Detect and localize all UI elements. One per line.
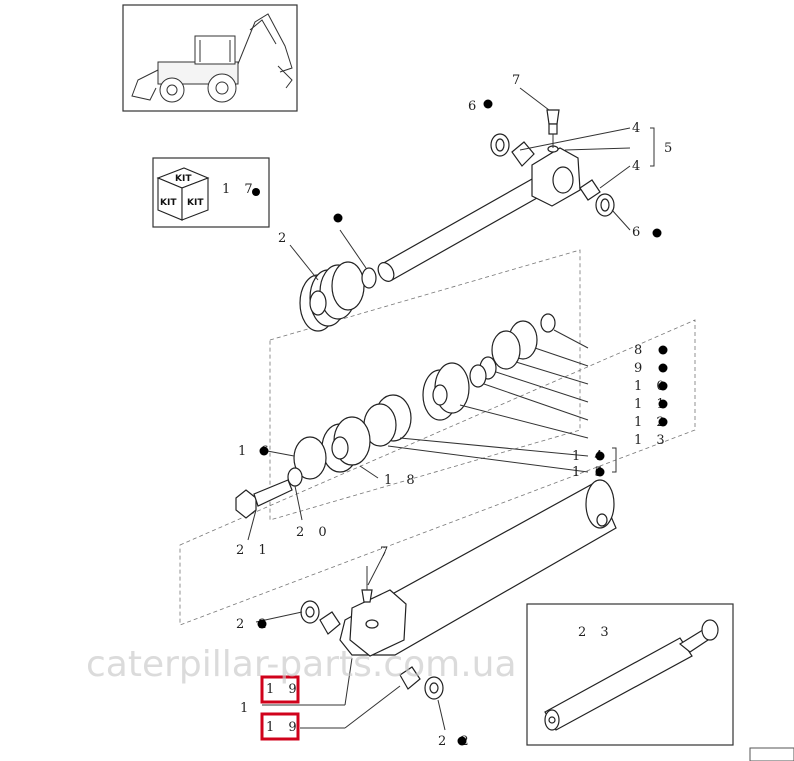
- inset-assembly: [526, 603, 734, 746]
- machine-thumbnail: [122, 4, 298, 112]
- cylinder-barrel: [339, 479, 617, 657]
- callout-6-top: 6: [468, 99, 481, 114]
- callout-12: 1 2: [634, 415, 670, 430]
- kit-label-left: KIT: [160, 198, 177, 208]
- callout-7-bottom: 7: [380, 545, 393, 560]
- highlight-19-bottom: [260, 712, 300, 741]
- bushing-lower-right: [399, 666, 421, 690]
- callout-4-bottom: 4: [632, 159, 645, 174]
- callout-5: 5: [664, 141, 677, 156]
- piston-rod: [377, 145, 581, 282]
- kit-cube-icon: [156, 167, 210, 221]
- callout-2: 2: [278, 231, 291, 246]
- callout-17: 1 7: [222, 182, 258, 197]
- bolt-21: [235, 479, 293, 519]
- callout-19-bottom: 1 9: [266, 720, 302, 735]
- piston: [422, 362, 470, 421]
- seal-6-top-left-bore: [495, 138, 505, 152]
- bushing-lower-left: [319, 611, 341, 635]
- bushing-4-right: [579, 179, 601, 201]
- wiper-ring: [361, 267, 377, 289]
- leader-lines: [247, 87, 655, 731]
- callout-11: 1 1: [634, 397, 670, 412]
- highlight-boxes: [260, 675, 300, 741]
- ring-10: [491, 330, 521, 370]
- ring-8: [540, 313, 556, 333]
- callout-7-top: 7: [512, 73, 525, 88]
- seal-6-right-bore: [600, 198, 610, 212]
- callout-10: 1 0: [634, 379, 670, 394]
- corner-mark: [749, 747, 794, 761]
- grease-fitting-bottom: [361, 566, 373, 603]
- seal-22-bottom-bore: [429, 682, 439, 694]
- callout-13: 1 3: [634, 433, 670, 448]
- callout-23: 2 3: [578, 625, 614, 640]
- kit-label-right: KIT: [187, 198, 204, 208]
- callout-19-top: 1 9: [266, 682, 302, 697]
- callout-22-bottom: 2 2: [438, 734, 474, 749]
- bushing-4-left: [511, 141, 535, 167]
- callout-15: 1 5: [572, 465, 608, 480]
- callout-14: 1 4: [572, 449, 608, 464]
- assembly-frames: [179, 249, 696, 626]
- callout-21: 2 1: [236, 543, 272, 558]
- head-18: [321, 416, 371, 473]
- washer-20: [287, 467, 303, 487]
- bullet-17: [252, 188, 260, 196]
- kit-box: KIT KIT KIT 1 7: [152, 157, 270, 228]
- callout-20: 2 0: [296, 525, 332, 540]
- ring-12: [469, 364, 487, 388]
- callout-6-right: 6: [632, 225, 645, 240]
- callout-18: 1 8: [384, 473, 420, 488]
- bullets: [257, 99, 668, 746]
- seal-22-top-bore: [305, 606, 315, 618]
- highlight-19-top: [260, 675, 300, 704]
- gland-nut: [299, 261, 365, 332]
- callout-9: 9: [634, 361, 647, 376]
- callout-1: 1: [240, 701, 253, 716]
- watermark: caterpillar-parts.com.ua: [86, 644, 517, 685]
- callouts: 7 6 4 5 4 6 2 8 9 1 0 1 1 1 2 1 3 1 6 1 …: [236, 73, 677, 749]
- callout-8: 8: [634, 343, 647, 358]
- grease-fitting-top: [546, 109, 560, 148]
- backhoe-loader-icon: [131, 13, 293, 103]
- callout-4-top: 4: [632, 121, 645, 136]
- kit-label-top: KIT: [175, 174, 192, 184]
- oring-16: [293, 436, 327, 480]
